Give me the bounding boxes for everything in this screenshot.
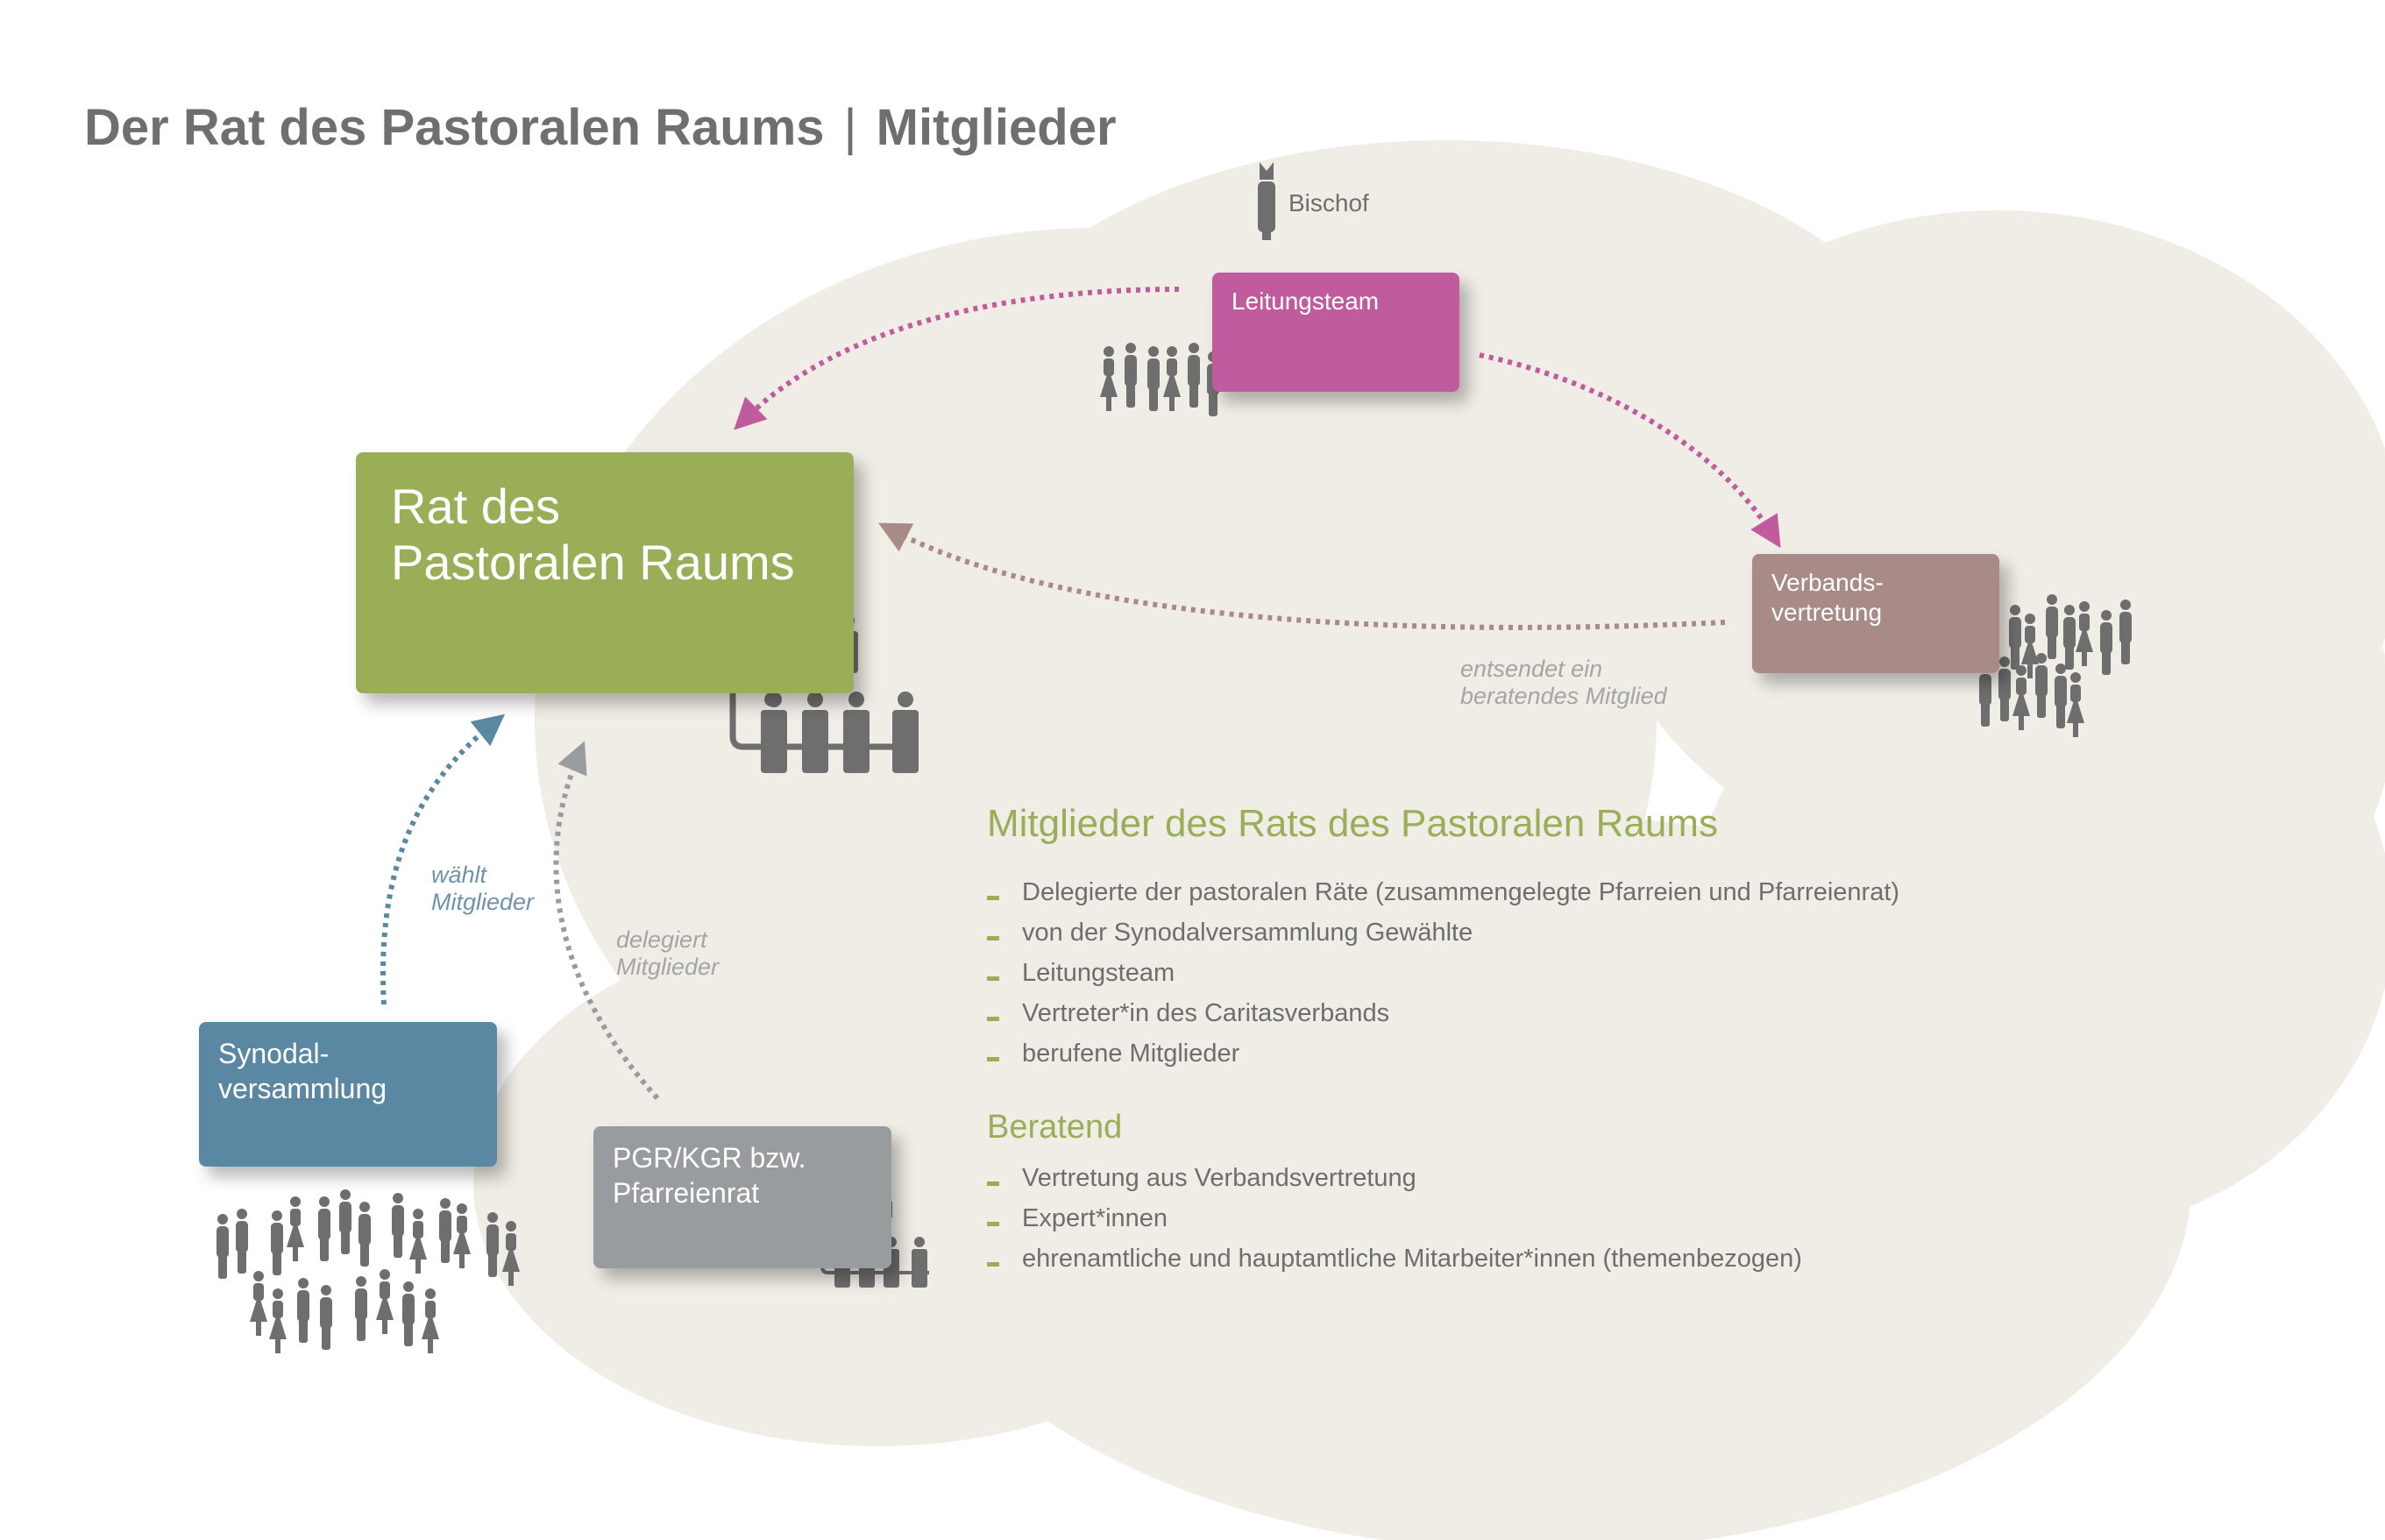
title-sub: Mitglieder — [876, 99, 1117, 156]
advisory-heading: Beratend — [987, 1109, 1123, 1146]
list-item: Delegierte der pastoralen Räte (zusammen… — [987, 876, 1899, 917]
bishop-icon — [1258, 162, 1275, 240]
arrow-synodal-to-rat — [380, 713, 506, 1005]
members-list: Delegierte der pastoralen Räte (zusammen… — [987, 876, 1899, 1078]
verbandsvertretung-label: Verbands- vertretung — [1771, 569, 1884, 626]
list-item: berufene Mitglieder — [987, 1038, 1899, 1078]
list-item: Expert*innen — [987, 1203, 1802, 1243]
leitungsteam-label: Leitungsteam — [1232, 287, 1380, 315]
title-main: Der Rat des Pastoralen Raums — [84, 99, 825, 156]
pgr-label: PGR/KGR bzw. Pfarreienrat — [613, 1142, 806, 1209]
edge-label-delegiert: delegiert Mitglieder — [616, 926, 720, 980]
edge-label-waehlt: wählt Mitglieder — [431, 862, 535, 915]
leitungsteam-box: Leitungsteam — [1212, 273, 1459, 392]
rat-label: Rat des Pastoralen Raums — [391, 479, 795, 590]
list-item: ehrenamtliche und hauptamtliche Mitarbei… — [987, 1243, 1802, 1283]
list-item: von der Synodalversammlung Gewählte — [987, 917, 1899, 957]
pgr-box: PGR/KGR bzw. Pfarreienrat — [593, 1126, 891, 1268]
arrow-leitung-to-rat — [734, 287, 1180, 430]
bischof-label: Bischof — [1288, 189, 1369, 216]
arrow-leitung-to-verband — [1479, 352, 1781, 549]
list-item: Leitungsteam — [987, 957, 1899, 997]
edge-label-entsendet: entsendet ein beratendes Mitglied — [1460, 656, 1667, 709]
arrow-pgr-to-rat — [553, 741, 660, 1101]
title-separator: | — [843, 99, 857, 156]
synodalversammlung-box: Synodal- versammlung — [199, 1022, 497, 1167]
synodalversammlung-label: Synodal- versammlung — [218, 1038, 387, 1104]
advisory-list: Vertretung aus Verbandsvertretung Expert… — [987, 1162, 1802, 1283]
list-item: Vertreter*in des Caritasverbands — [987, 997, 1899, 1038]
cloud-shape — [473, 140, 2385, 1540]
people-group-icon — [216, 1189, 520, 1353]
members-heading: Mitglieder des Rats des Pastoralen Raums — [987, 802, 1718, 845]
page-title: Der Rat des Pastoralen Raums | Mitglieder — [84, 98, 1117, 157]
rat-box: Rat des Pastoralen Raums — [356, 452, 854, 693]
council-table-icon — [729, 614, 919, 773]
list-item: Vertretung aus Verbandsvertretung — [987, 1162, 1802, 1203]
verbandsvertretung-box: Verbands- vertretung — [1752, 554, 1999, 673]
arrow-verband-to-rat — [878, 522, 1726, 630]
